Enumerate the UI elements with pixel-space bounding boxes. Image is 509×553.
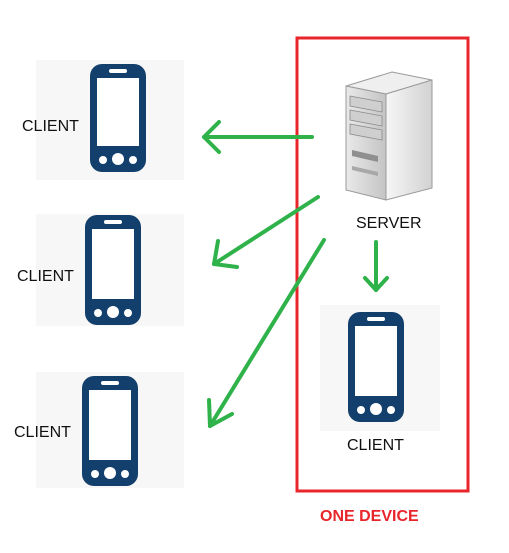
arrow-server-to-local-client <box>363 240 389 292</box>
mobile-phone-icon <box>85 215 141 325</box>
server-label: SERVER <box>356 215 422 232</box>
client-label: CLIENT <box>22 118 79 135</box>
mobile-phone-icon <box>82 376 138 486</box>
client-label: CLIENT <box>14 424 71 441</box>
mobile-phone-icon <box>348 312 404 422</box>
arrow-server-to-client-2 <box>212 195 320 269</box>
arrow-server-to-client-1 <box>202 120 314 154</box>
arrow-server-to-client-3 <box>207 238 326 428</box>
server-tower-icon <box>345 71 433 201</box>
client-label: CLIENT <box>17 268 74 285</box>
client-label: CLIENT <box>347 437 404 454</box>
mobile-phone-icon <box>90 64 146 172</box>
one-device-group-border <box>295 36 470 493</box>
one-device-caption: ONE DEVICE <box>320 508 419 525</box>
